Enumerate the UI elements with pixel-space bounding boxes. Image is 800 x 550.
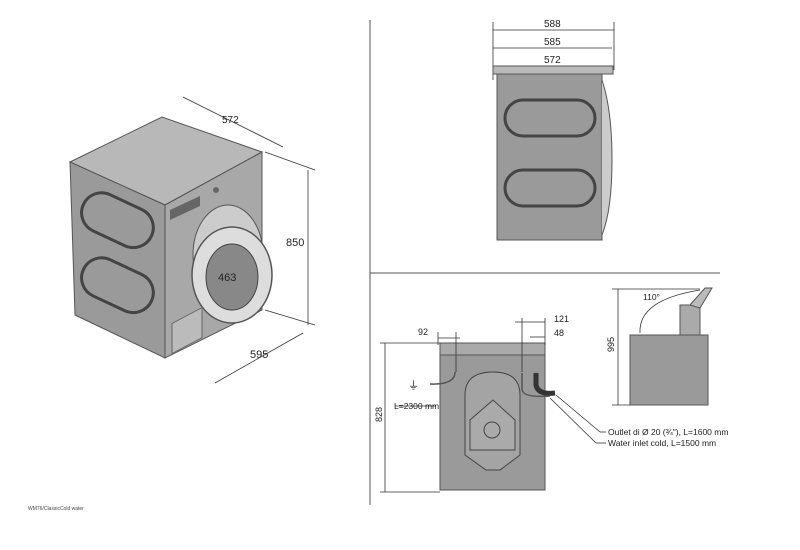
iso-door-label: 463 <box>218 272 236 284</box>
dim-588: 588 <box>544 19 561 30</box>
rear-view: ⏚ 92 121 48 828 L=2300 mm Outlet di Ø 20… <box>374 314 728 493</box>
dim-828: 828 <box>374 407 384 422</box>
isometric-view: 572 850 595 463 <box>68 96 316 384</box>
dim-572: 572 <box>544 55 561 66</box>
outlet-label: Outlet di Ø 20 (¾"), L=1600 mm <box>608 427 728 437</box>
lid-angle: 110° <box>643 292 660 302</box>
drawing-caption: WM76/ClassicCold water <box>28 506 84 512</box>
side-profile-view: 588 585 572 <box>492 19 615 241</box>
dim-92: 92 <box>418 327 428 337</box>
dim-585: 585 <box>544 37 561 48</box>
lid-open-view: 110° 995 <box>606 287 713 406</box>
iso-height-label: 850 <box>286 237 304 249</box>
iso-width-label: 572 <box>222 115 239 126</box>
plug-icon: ⏚ <box>408 379 419 392</box>
dim-995: 995 <box>606 337 616 352</box>
dim-121: 121 <box>554 314 569 324</box>
iso-depth-label: 595 <box>250 349 268 361</box>
cable-length: L=2300 mm <box>394 401 439 411</box>
inlet-label: Water inlet cold, L=1500 mm <box>608 438 716 448</box>
dim-48: 48 <box>554 328 564 338</box>
